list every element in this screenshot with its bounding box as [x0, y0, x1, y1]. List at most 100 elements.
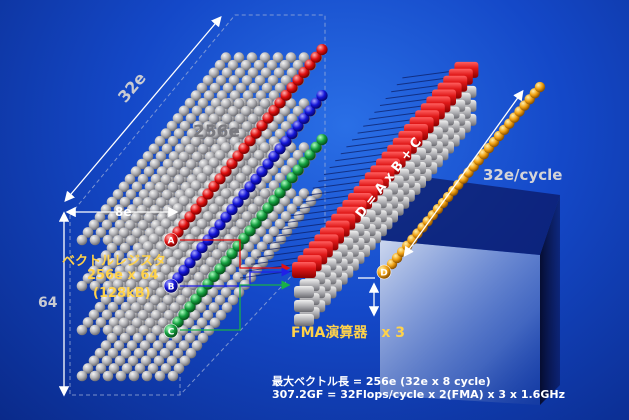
register-cell	[150, 309, 162, 321]
register-cell	[233, 98, 245, 109]
vector-cell	[268, 104, 280, 116]
vector-cell	[304, 59, 316, 71]
register-cell	[133, 347, 145, 359]
register-cell	[144, 317, 156, 329]
register-cell	[101, 219, 113, 231]
register-cell	[115, 370, 127, 382]
register-cell	[139, 340, 151, 351]
register-cell	[130, 256, 142, 267]
register-cell	[268, 226, 280, 237]
register-cell	[114, 355, 126, 367]
register-cell	[147, 363, 159, 374]
register-cell	[285, 52, 297, 63]
vector-cell	[196, 242, 208, 254]
vector-cell	[256, 210, 268, 222]
vector-cell	[280, 135, 292, 147]
register-cell	[143, 302, 155, 313]
register-cell	[262, 233, 274, 245]
vector-cell	[274, 187, 286, 199]
register-cell	[217, 241, 229, 253]
port-c: C	[163, 323, 179, 339]
register-cell	[131, 317, 143, 329]
vector-cell	[214, 263, 226, 275]
register-cell	[76, 324, 88, 336]
register-cell	[106, 286, 118, 298]
register-cell	[209, 317, 221, 329]
register-cell	[88, 355, 100, 367]
register-cell	[285, 188, 297, 199]
register-cell	[120, 301, 132, 313]
register-cell	[159, 347, 171, 359]
vector-cell	[184, 257, 196, 269]
vector-cell	[232, 150, 244, 162]
register-cell	[196, 317, 208, 329]
register-size-label: 256e x 64	[87, 268, 159, 283]
register-cell	[298, 142, 310, 153]
rate-label: 32e/cycle	[483, 166, 563, 184]
register-cell	[119, 332, 131, 344]
vector-cell	[226, 248, 238, 260]
vector-cell	[220, 165, 232, 177]
register-cell	[138, 325, 150, 336]
register-cell	[126, 294, 138, 305]
vector-cell	[172, 316, 184, 328]
register-cell	[165, 340, 177, 351]
register-cell	[220, 188, 232, 199]
register-cell	[100, 340, 112, 351]
register-cell	[150, 263, 162, 275]
register-cell	[120, 347, 132, 359]
register-cell	[263, 249, 275, 260]
register-cell	[253, 149, 265, 161]
register-cell	[247, 157, 259, 169]
register-cell	[273, 203, 285, 215]
register-cell	[184, 233, 196, 245]
register-cell	[235, 82, 247, 94]
register-cell	[142, 287, 154, 298]
register-cell	[108, 363, 120, 374]
register-cell	[118, 317, 130, 329]
vector-cell	[244, 225, 256, 237]
port-b: B	[163, 278, 179, 294]
vector-cell	[286, 82, 298, 94]
vector-cell	[226, 158, 238, 170]
vector-cell	[238, 142, 250, 154]
register-cell	[280, 121, 292, 132]
register-cell	[94, 347, 106, 359]
register-cell	[193, 271, 205, 283]
register-cell	[145, 332, 157, 344]
register-cell	[228, 75, 240, 86]
vector-cell	[256, 120, 268, 132]
register-cell	[196, 218, 208, 230]
register-cell	[199, 264, 211, 275]
register-cell	[118, 227, 130, 239]
register-cell	[149, 294, 161, 306]
register-cell	[114, 219, 126, 231]
register-cell	[238, 264, 250, 275]
register-cell	[229, 180, 241, 191]
register-cell	[244, 256, 256, 268]
register-cell	[166, 355, 178, 367]
register-cell	[242, 90, 254, 101]
port-d-label: D	[380, 269, 387, 279]
register-cell	[222, 128, 234, 140]
connector-c-arrow	[180, 280, 291, 331]
register-cell	[280, 75, 292, 86]
register-cell	[255, 226, 267, 237]
register-cell	[112, 235, 124, 246]
register-cell	[114, 309, 126, 321]
vector-cell	[220, 255, 232, 267]
vector-cell	[190, 293, 202, 305]
register-cell	[268, 180, 280, 191]
register-cell	[267, 75, 279, 86]
register-cell	[240, 105, 252, 117]
register-cell	[102, 234, 114, 246]
fma-label: FMA演算器 x 3	[291, 325, 405, 341]
register-cell	[248, 82, 260, 94]
vector-b-line	[172, 90, 328, 284]
vector-cell	[250, 173, 262, 185]
vector-cell	[262, 158, 274, 170]
vector-cell	[208, 270, 220, 282]
register-cell	[286, 113, 298, 125]
register-cell	[113, 340, 125, 351]
